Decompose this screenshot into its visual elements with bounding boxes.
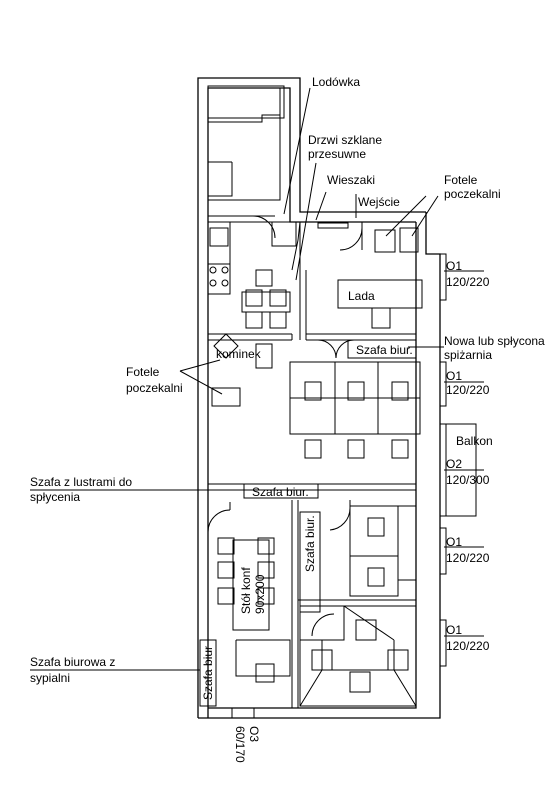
label-o3-line1: O3 — [247, 726, 261, 742]
windows — [231, 253, 447, 719]
label-drzwi-line2: przesuwne — [308, 147, 366, 161]
label-wejscie: Wejście — [358, 195, 400, 209]
label-window-2-code: O1 — [446, 369, 462, 383]
main-office — [208, 333, 421, 499]
label-lodowka: Lodówka — [312, 75, 360, 89]
label-szafa-sypialni-line1: Szafa biurowa z — [30, 655, 115, 669]
label-o3-line2: 60/170 — [233, 726, 247, 763]
fridge — [271, 221, 297, 247]
bathroom — [207, 85, 297, 247]
label-window-4-code: O1 — [446, 535, 462, 549]
label-spizarnia-line2: spiżarnia — [444, 348, 492, 362]
kitchen — [207, 221, 349, 341]
label-window-2-size: 120/220 — [446, 383, 490, 397]
label-szafa-biur-bottom: Szafa biur — [201, 646, 215, 700]
text-labels: Lodówka Drzwi szklane przesuwne Wieszaki… — [30, 75, 545, 763]
label-window-3-size: 120/300 — [446, 473, 490, 487]
label-szafa-biur-mid: Szafa biur. — [252, 485, 309, 499]
label-spizarnia-line1: Nowa lub spłycona — [444, 334, 545, 348]
label-szafa-lustra-line1: Szafa z lustrami do — [30, 475, 132, 489]
label-balkon: Balkon — [456, 434, 493, 448]
label-window-1-code: O1 — [446, 259, 462, 273]
label-fotele-top-line1: Fotele — [444, 173, 478, 187]
conference-table — [232, 539, 270, 631]
coat-rack — [317, 222, 349, 229]
label-window-1-size: 120/220 — [446, 275, 490, 289]
label-fotele-left-line2: poczekalni — [126, 381, 183, 395]
label-stol-line1: Stół konf — [239, 567, 253, 614]
label-kominek: kominek — [216, 347, 262, 361]
label-window-4-size: 120/220 — [446, 551, 490, 565]
label-szafa-biur-vert: Szafa biur. — [303, 515, 317, 572]
leader-lines — [30, 87, 484, 671]
label-szafa-lustra-line2: spłycenia — [30, 490, 80, 504]
label-window-5-code: O1 — [446, 623, 462, 637]
entrance-hall — [299, 222, 423, 359]
label-window-3-code: O2 — [446, 457, 462, 471]
label-fotele-left-line1: Fotele — [126, 365, 160, 379]
label-wieszaki: Wieszaki — [327, 173, 375, 187]
label-szafa-sypialni-line2: sypialni — [30, 671, 70, 685]
label-window-5-size: 120/220 — [446, 639, 490, 653]
label-szafa-biur-right: Szafa biur. — [356, 343, 413, 357]
conference-room — [199, 502, 291, 707]
label-fotele-top-line2: poczekalni — [444, 187, 501, 201]
label-drzwi-line1: Drzwi szklane — [308, 133, 382, 147]
label-lada: Lada — [348, 289, 375, 303]
label-stol-line2: 90x200 — [253, 574, 267, 614]
right-offices — [291, 500, 417, 708]
